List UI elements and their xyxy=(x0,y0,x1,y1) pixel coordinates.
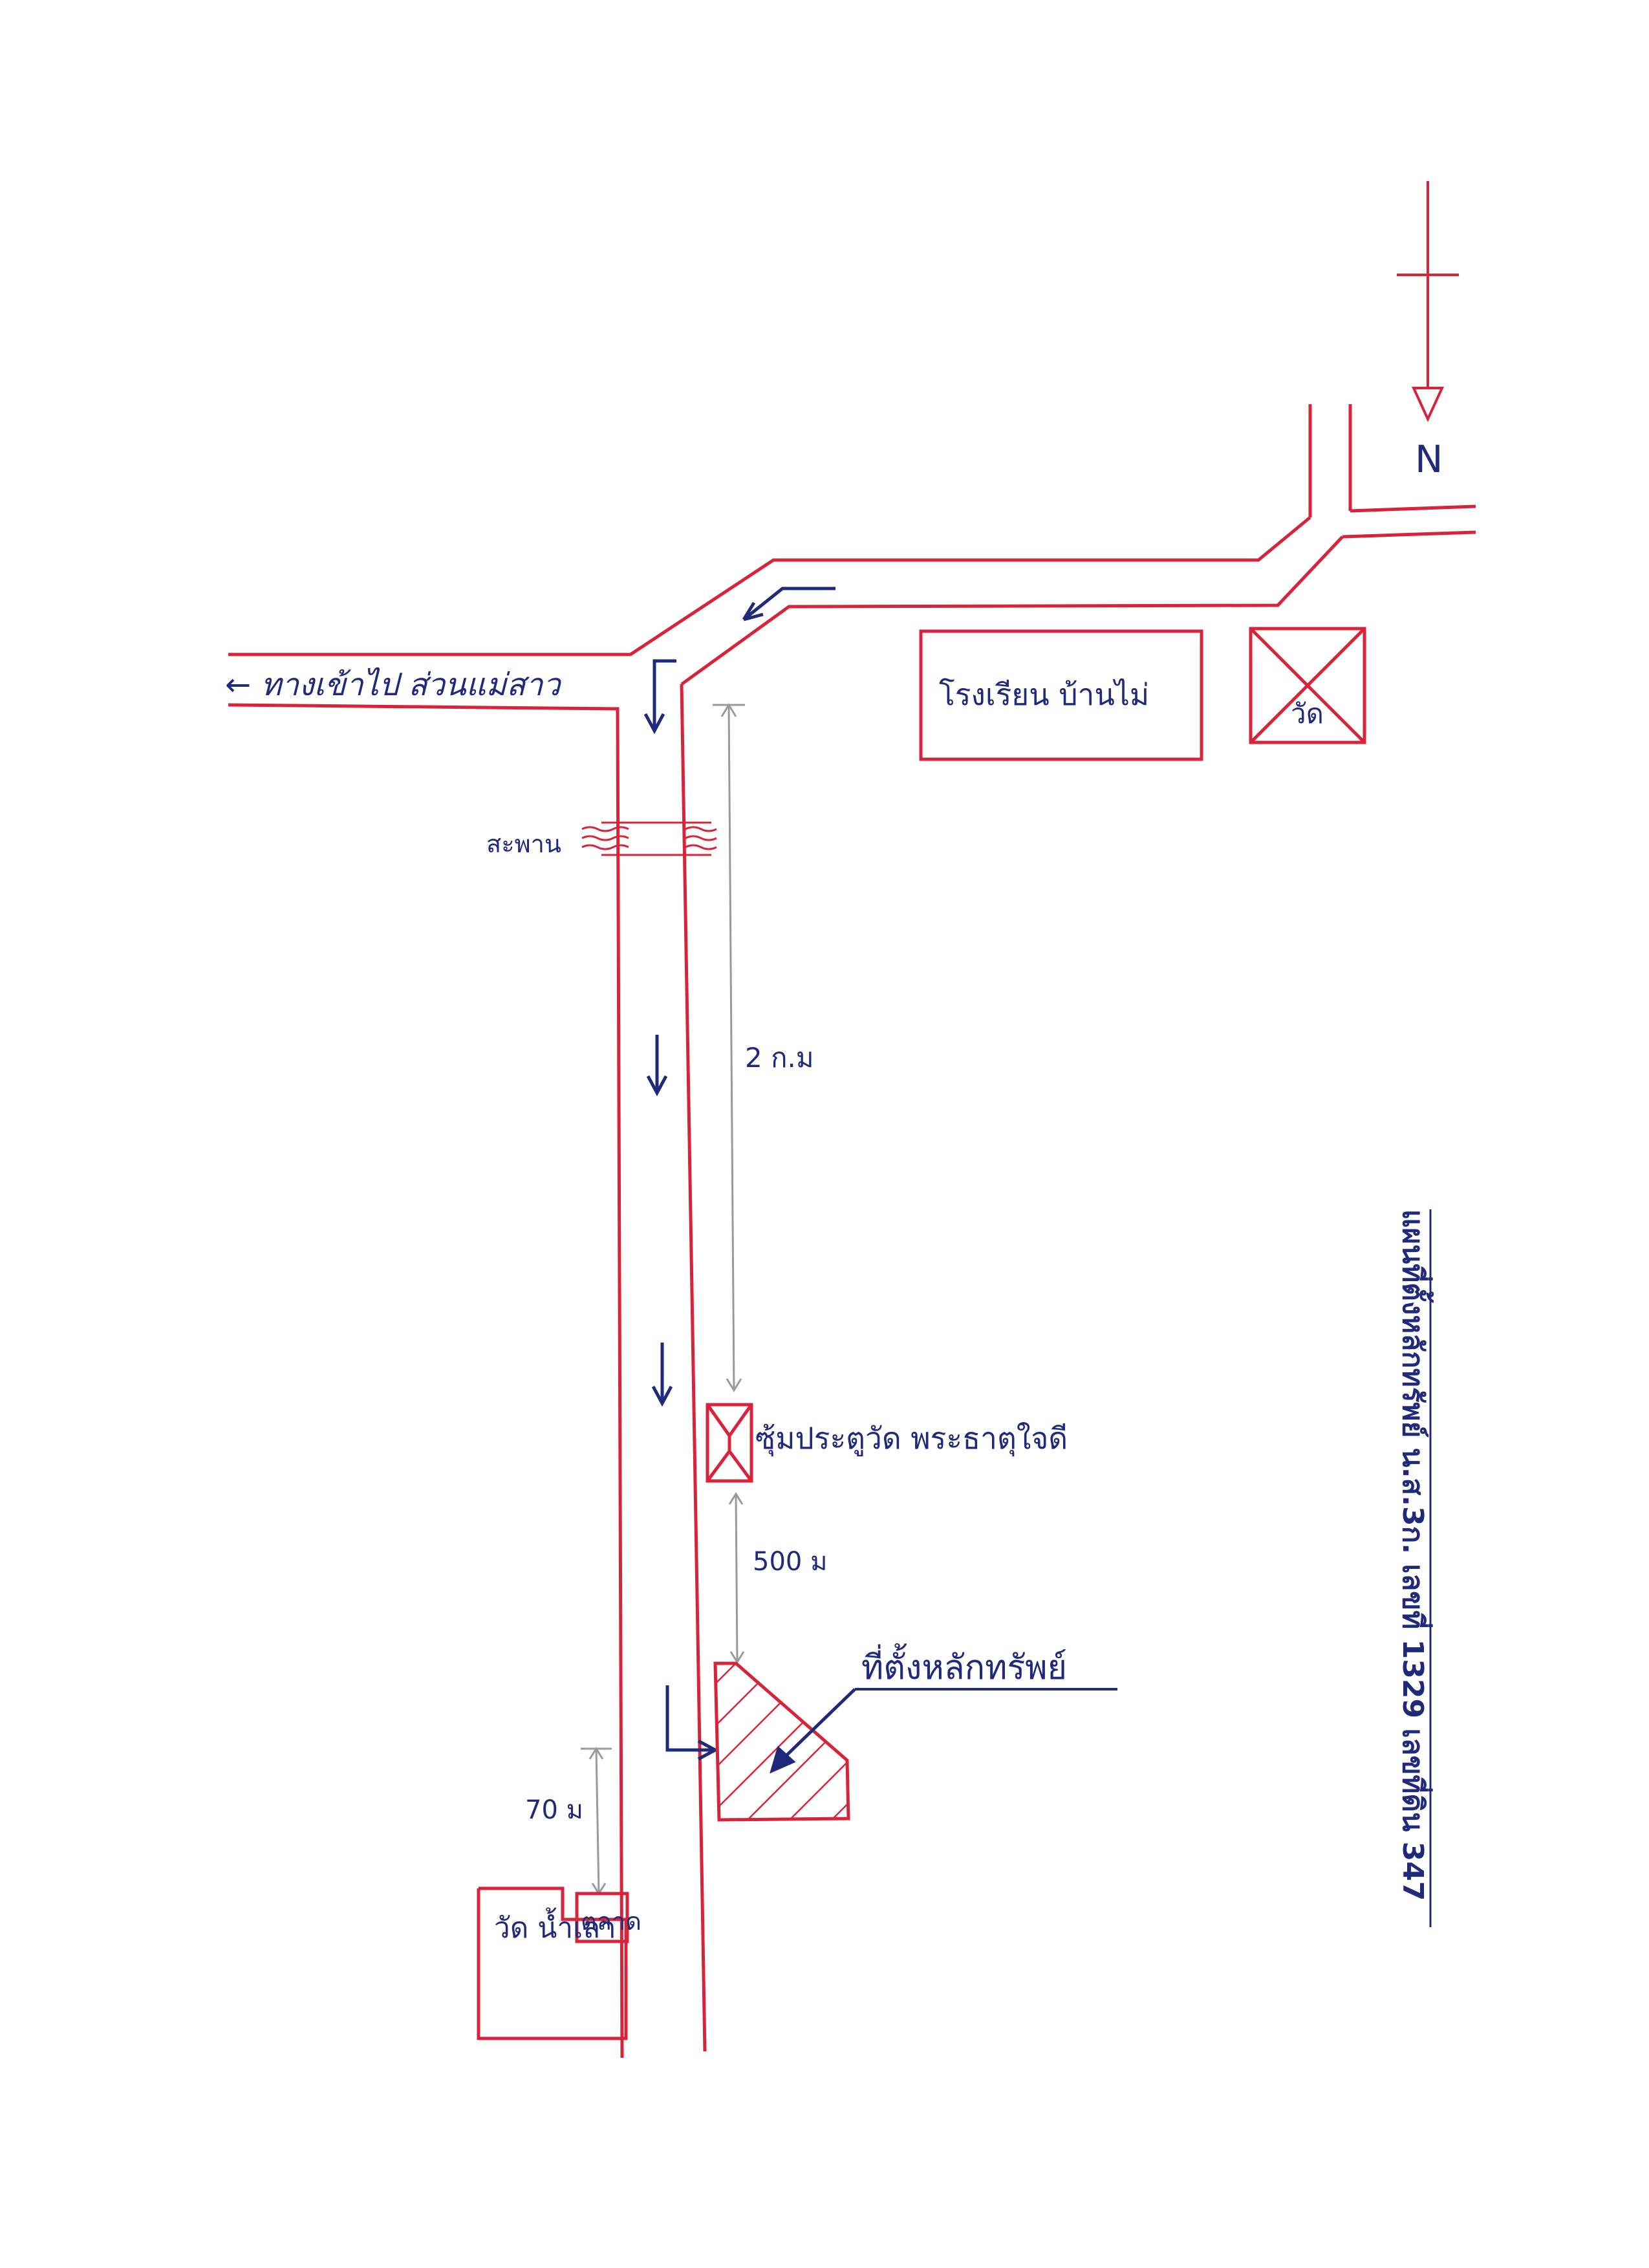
property-parcel xyxy=(713,1661,850,1822)
distance-road-to-gate: 2 ก.ม xyxy=(745,1042,814,1074)
property-label: ที่ตั้งหลักทรัพย์ xyxy=(861,1643,1067,1687)
temple-symbol xyxy=(1249,627,1366,744)
market-label: ตลาด xyxy=(581,1907,641,1936)
road-direction-label: ← ทางเข้าไป ส่วนแม่สาว xyxy=(225,667,562,703)
temple2-building xyxy=(477,1886,628,2040)
north-label: N xyxy=(1415,437,1443,481)
distance-gate-to-property: 500 ม xyxy=(753,1547,827,1577)
property-pointer-arrow xyxy=(770,1688,856,1774)
temple-gate-symbol xyxy=(706,1403,753,1483)
bridge-label: สะพาน xyxy=(486,830,561,858)
map-title: แผนที่ตั้งหลักทรัพย์ น.ส.3ก. เลขที่ 1329… xyxy=(1396,1209,1434,1901)
temple-label: วัด xyxy=(1291,698,1324,729)
temple-gate-label: ซุ้มประตูวัด พระธาตุใจดี xyxy=(755,1421,1068,1457)
school-label: โรงเรียน บ้านไม่ xyxy=(939,677,1149,712)
dimension-market-to-property xyxy=(581,1747,612,1895)
bridge xyxy=(581,821,717,856)
north-arrow xyxy=(1397,181,1459,422)
market-building xyxy=(575,1892,629,1943)
dimension-gate-to-property xyxy=(728,1492,745,1664)
distance-market-to-property: 70 ม xyxy=(525,1795,583,1825)
school-building xyxy=(919,629,1203,761)
dimension-road-to-gate xyxy=(713,703,745,1392)
direction-arrows xyxy=(643,587,835,1761)
temple2-label: วัด น้ำเลา xyxy=(494,1907,616,1945)
road-network xyxy=(228,404,1476,2058)
